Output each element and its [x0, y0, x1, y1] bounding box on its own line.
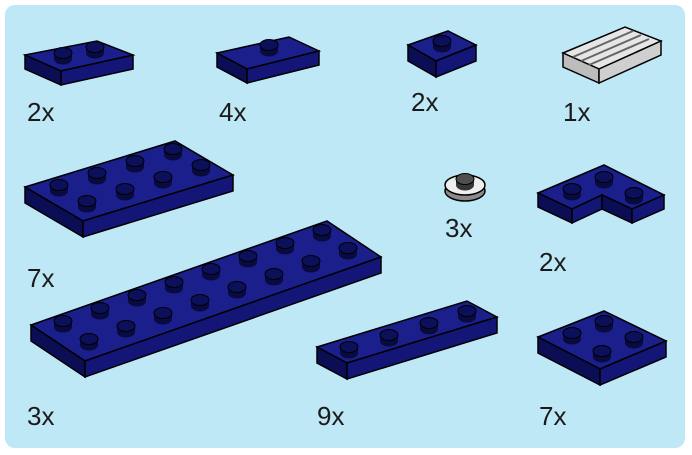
quantity-label: 7x [27, 265, 54, 291]
quantity-label: 2x [539, 249, 566, 275]
round-plate-image [445, 174, 485, 202]
quantity-label: 7x [539, 403, 566, 429]
quantity-label: 3x [445, 215, 472, 241]
quantity-label: 9x [317, 403, 344, 429]
parts-list-panel: 2x 4x 2x 1x 7x 3x 2x 3x 9x 7x [3, 3, 687, 450]
quantity-label: 4x [219, 99, 246, 125]
quantity-label: 2x [411, 89, 438, 115]
quantity-label: 3x [27, 403, 54, 429]
quantity-label: 1x [563, 99, 590, 125]
parts-illustration [3, 3, 687, 450]
quantity-label: 2x [27, 99, 54, 125]
